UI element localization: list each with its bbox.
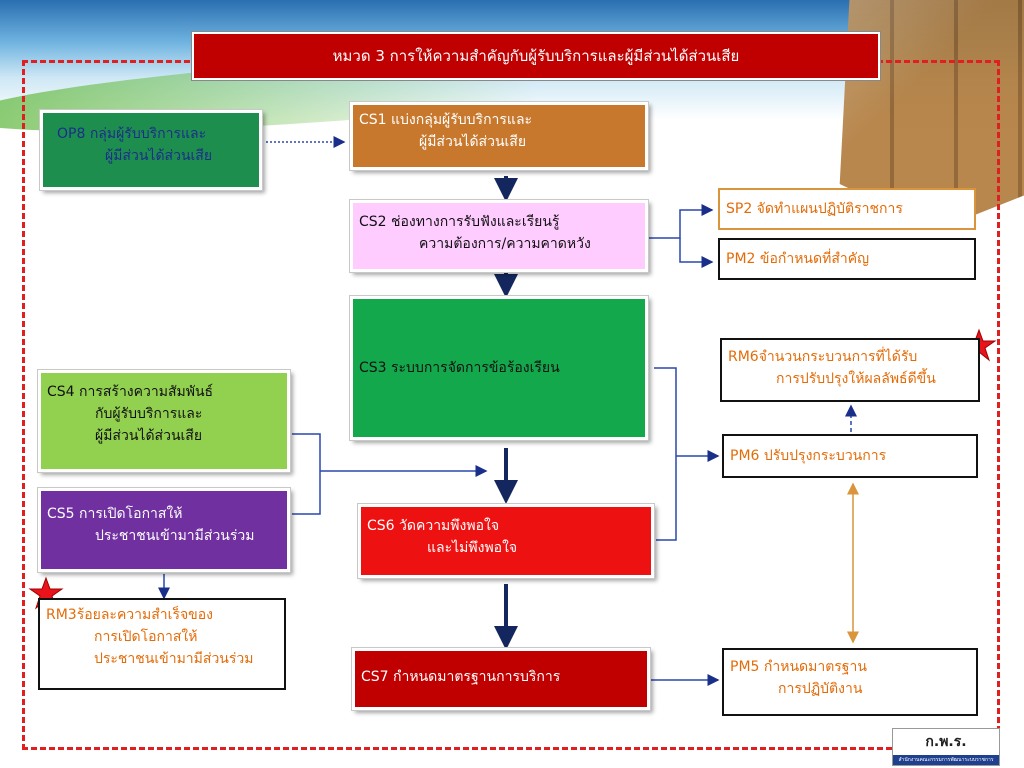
pm5-box: PM5 กำหนดมาตรฐาน การปฏิบัติงาน	[722, 648, 978, 716]
cs4-line3: ผู้มีส่วนได้ส่วนเสีย	[95, 428, 203, 444]
cs6-line2: และไม่พึงพอใจ	[427, 540, 518, 556]
cs7-box: CS7 กำหนดมาตรฐานการบริการ	[351, 647, 651, 711]
sp2-box: SP2 จัดทำแผนปฏิบัติราชการ	[718, 188, 976, 230]
cs1-line1: CS1 แบ่งกลุ่มผู้รับบริการและ	[359, 112, 533, 128]
cs6-box: CS6 วัดความพึงพอใจ และไม่พึงพอใจ	[357, 503, 655, 579]
cs1-line2: ผู้มีส่วนได้ส่วนเสีย	[419, 134, 527, 150]
rm3-box: RM3ร้อยละความสำเร็จของ การเปิดโอกาสให้ ป…	[38, 598, 286, 690]
cs5-box: CS5 การเปิดโอกาสให้ ประชาชนเข้ามามีส่วนร…	[37, 487, 291, 573]
rm3-line1: RM3ร้อยละความสำเร็จของ	[46, 607, 213, 623]
cs1-box: CS1 แบ่งกลุ่มผู้รับบริการและ ผู้มีส่วนได…	[349, 101, 649, 171]
logo-subtext: สำนักงานคณะกรรมการพัฒนาระบบราชการ	[893, 755, 999, 765]
cs6-line1: CS6 วัดความพึงพอใจ	[367, 518, 500, 534]
pm2-box: PM2 ข้อกำหนดที่สำคัญ	[718, 238, 976, 280]
pm5-line2: การปฏิบัติงาน	[778, 681, 863, 697]
cs2-line2: ความต้องการ/ความคาดหวัง	[419, 236, 591, 252]
op8-line1: OP8 กลุ่มผู้รับบริการและ	[57, 126, 207, 142]
cs3-box: CS3 ระบบการจัดการข้อร้องเรียน	[349, 295, 649, 441]
op8-line2: ผู้มีส่วนได้ส่วนเสีย	[105, 148, 213, 164]
cs4-line1: CS4 การสร้างความสัมพันธ์	[47, 384, 214, 400]
cs2-box: CS2 ช่องทางการรับฟังและเรียนรู้ ความต้อง…	[349, 199, 649, 273]
rm3-line2: การเปิดโอกาสให้	[94, 629, 198, 645]
sp2-line1: SP2 จัดทำแผนปฏิบัติราชการ	[726, 201, 903, 217]
pm6-box: PM6 ปรับปรุงกระบวนการ	[722, 434, 978, 478]
op8-box: OP8 กลุ่มผู้รับบริการและ ผู้มีส่วนได้ส่ว…	[39, 109, 263, 191]
cs4-box: CS4 การสร้างความสัมพันธ์ กับผู้รับบริการ…	[37, 369, 291, 473]
cs4-line2: กับผู้รับบริการและ	[95, 406, 203, 422]
opdc-logo: ก.พ.ร. สำนักงานคณะกรรมการพัฒนาระบบราชการ	[892, 728, 1000, 766]
rm6-line1: RM6จำนวนกระบวนการที่ได้รับ	[728, 349, 918, 365]
rm6-box: RM6จำนวนกระบวนการที่ได้รับ การปรับปรุงให…	[720, 338, 980, 402]
cs3-line1: CS3 ระบบการจัดการข้อร้องเรียน	[359, 360, 560, 376]
cs7-line1: CS7 กำหนดมาตรฐานการบริการ	[361, 669, 561, 685]
logo-text: ก.พ.ร.	[925, 734, 967, 750]
pm2-line1: PM2 ข้อกำหนดที่สำคัญ	[726, 251, 870, 267]
section-title: หมวด 3 การให้ความสำคัญกับผู้รับบริการและ…	[192, 32, 880, 80]
rm6-line2: การปรับปรุงให้ผลลัพธ์ดีขึ้น	[776, 371, 936, 387]
rm3-line3: ประชาชนเข้ามามีส่วนร่วม	[94, 651, 254, 667]
cs5-line1: CS5 การเปิดโอกาสให้	[47, 506, 183, 522]
cs5-line2: ประชาชนเข้ามามีส่วนร่วม	[95, 528, 255, 544]
pm6-line1: PM6 ปรับปรุงกระบวนการ	[730, 448, 887, 464]
cs2-line1: CS2 ช่องทางการรับฟังและเรียนรู้	[359, 214, 560, 230]
pm5-line1: PM5 กำหนดมาตรฐาน	[730, 659, 867, 675]
